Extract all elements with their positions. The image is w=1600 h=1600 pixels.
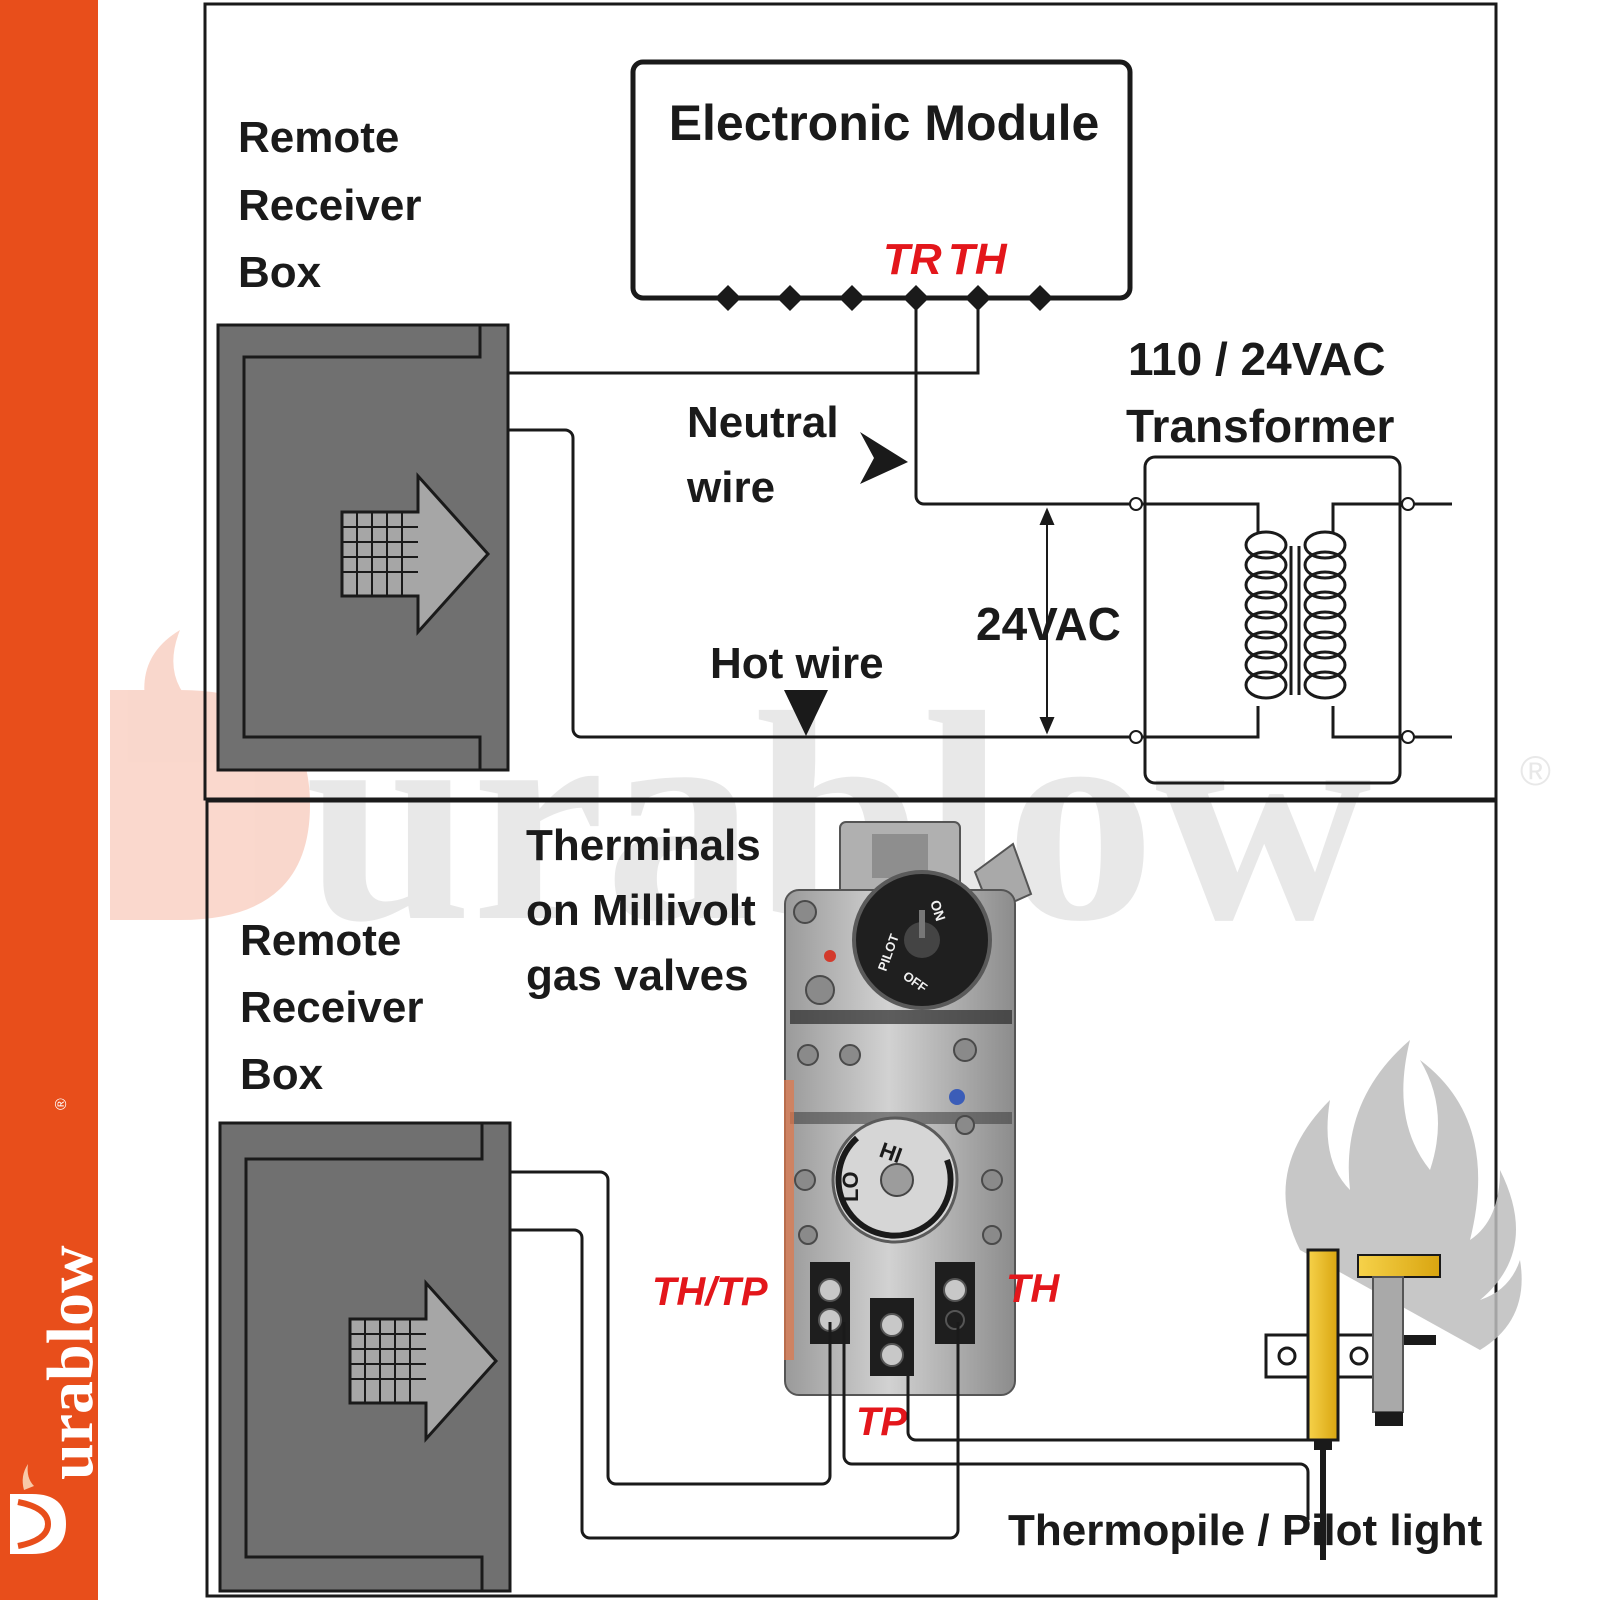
wire-tp-to-thermopile [906,1376,1308,1442]
module-terminal-2 [777,285,803,311]
terminal-label-th-valve: TH [1006,1267,1060,1311]
module-terminal-3 [839,285,865,311]
transformer-enclosure [1143,455,1402,785]
transformer-terminals [1129,497,1415,744]
wire-thtp-to-thermopile [842,1322,1310,1520]
terminal-block-th [935,1262,975,1344]
top-remote-receiver-box [216,323,510,772]
pilot-hood [1357,1254,1441,1278]
electronic-module-title: Electronic Module [669,95,1100,151]
transformer-label-line2: Transformer [1126,400,1395,452]
wire-neutral [914,298,1136,506]
neutral-wire-label-line1: Neutral [687,398,839,447]
millivolt-gas-valve: ON PILOT OFF HI LO [784,821,1033,1396]
wire-receiver-to-th [508,298,980,375]
pilot-control-knob[interactable]: ON PILOT OFF [852,870,992,1010]
voltage-label: 24VAC [976,598,1121,650]
valve-title-line1: Therminals [526,821,761,870]
wire-receiver-to-thtp [510,1170,832,1486]
transformer-secondary-coil-icon [1303,530,1347,700]
terminal-label-tr: TR [883,235,942,284]
transformer [1129,455,1415,785]
terminal-label-thtp: TH/TP [652,1270,768,1314]
valve-screws [793,900,1003,1245]
valve-terminal-blocks [810,1262,975,1376]
electronic-module [630,59,1133,301]
transformer-core [1289,546,1301,695]
terminal-label-tp: TP [856,1400,907,1444]
bottom-receiver-arrow-icon [348,1279,499,1443]
pilot-tube [1372,1276,1404,1413]
neutral-wire-label-line2: wire [686,463,775,512]
watermark-registered-mark: ® [1520,747,1551,794]
brand-logo: urablow ® [10,1098,107,1554]
module-terminals [715,285,1053,311]
top-receiver-arrow-icon [340,472,491,636]
brand-registered-mark: ® [53,1098,70,1110]
brand-flame-icon [22,1464,34,1490]
top-receiver-label-line2: Receiver [238,181,421,230]
bottom-receiver-label-line2: Receiver [240,983,423,1032]
bottom-remote-receiver-box [218,1121,512,1593]
watermark-flame-icon [144,630,200,720]
wire-primary-mains [1400,502,1452,739]
bottom-wires [510,1170,1310,1540]
pilot-knob-on-label: ON [927,898,949,923]
wire-hot [508,428,1136,739]
thermopile-rod [1306,1248,1340,1442]
valve-title-line3: gas valves [526,951,749,1000]
module-terminal-6 [1027,285,1053,311]
brand-d-mark [10,1494,66,1554]
brand-wordmark: urablow [34,1245,107,1480]
bottom-receiver-label-line3: Box [240,1050,324,1099]
knob-lo-label: LO [838,1171,863,1202]
voltage-dimension-arrow [1039,507,1055,735]
bottom-panel-border [205,799,1498,1598]
top-receiver-label-line3: Box [238,248,322,297]
transformer-primary-coil-icon [1244,530,1288,700]
terminal-label-th-module: TH [948,235,1008,284]
valve-title-line2: on Millivolt [526,886,756,935]
hot-wire-label: Hot wire [710,639,884,688]
module-terminal-1 [715,285,741,311]
hi-lo-flame-knob[interactable]: HI LO [831,1116,959,1244]
brand-side-strip [0,0,98,1600]
transformer-label-line1: 110 / 24VAC [1128,333,1385,385]
thermopile-pilot-assembly [1264,1248,1441,1560]
hot-wire-pointer-icon [784,690,828,736]
wire-receiver-to-th [510,1228,960,1540]
top-panel-border [203,2,1498,801]
top-receiver-label-line1: Remote [238,113,399,162]
bottom-receiver-label-line1: Remote [240,916,401,965]
thermopile-pilot-label: Thermopile / Pilot light [1008,1506,1483,1555]
neutral-wire-pointer-icon [860,432,908,484]
flame-icon [1285,1040,1522,1350]
